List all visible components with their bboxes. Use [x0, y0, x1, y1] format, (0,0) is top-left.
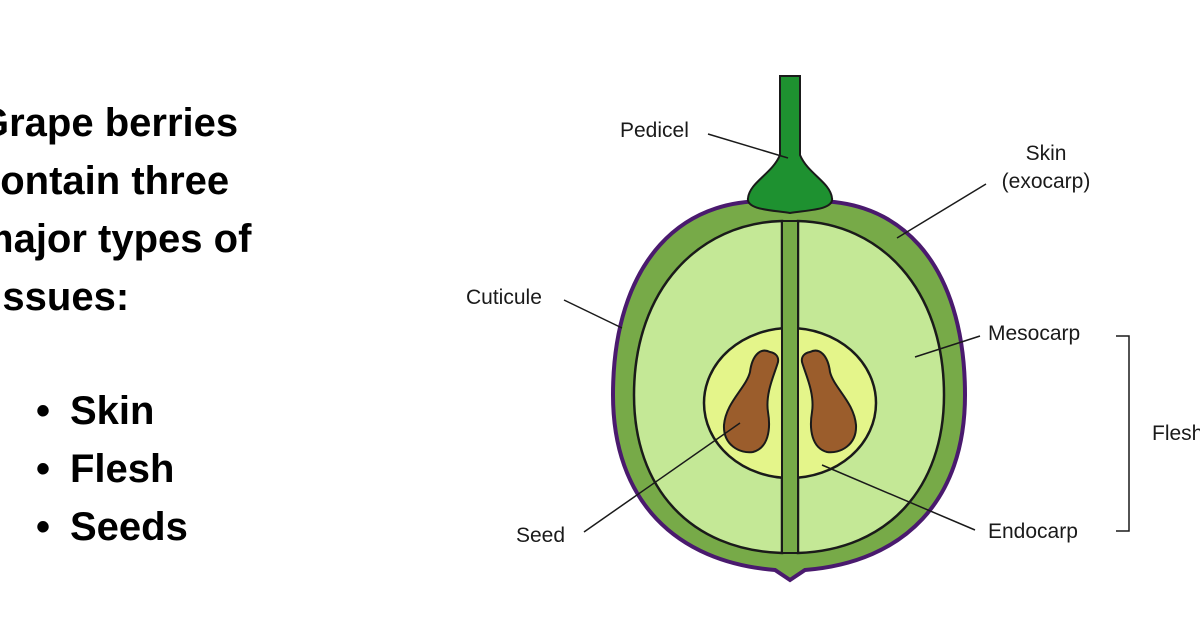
leader-line-skin: [896, 183, 987, 239]
label-flesh: Flesh: [1152, 422, 1200, 445]
label-mesocarp: Mesocarp: [988, 322, 1080, 345]
pedicel: [747, 75, 833, 215]
leader-line-cuticule: [563, 299, 623, 329]
label-skin: Skin: [1026, 142, 1067, 165]
label-exocarp: (exocarp): [1002, 170, 1091, 193]
label-cuticule: Cuticule: [466, 286, 542, 309]
central-septum: [781, 220, 799, 554]
bullet-item-skin: • Skin: [36, 382, 188, 440]
leader-line-seed: [583, 422, 741, 533]
seed-right: [800, 349, 858, 454]
label-pedicel: Pedicel: [620, 119, 689, 142]
leader-line-endocarp: [821, 464, 976, 531]
leader-line-mesocarp: [914, 335, 981, 358]
bullet-dot: •: [36, 505, 51, 549]
slide-title-line-4: tissues:: [0, 275, 130, 319]
bullet-item-flesh: • Flesh: [36, 440, 188, 498]
leader-line-pedicel: [707, 133, 789, 159]
bullet-dot: •: [36, 389, 51, 433]
slide-title-line-1: Grape berries: [0, 101, 239, 145]
bullet-text: Flesh: [70, 447, 175, 491]
tissue-bullet-list: • Skin • Flesh • Seeds: [36, 382, 188, 556]
bullet-item-seeds: • Seeds: [36, 498, 188, 556]
bullet-text: Seeds: [70, 505, 188, 549]
seed-left: [722, 349, 780, 454]
bullet-text: Skin: [70, 389, 155, 433]
bullet-dot: •: [36, 447, 51, 491]
flesh-bracket: [1116, 335, 1130, 532]
slide-title: Grape berries contain three major types …: [0, 94, 318, 326]
slide-title-line-3: major types of: [0, 217, 252, 261]
label-seed: Seed: [516, 524, 565, 547]
slide-title-line-2: contain three: [0, 159, 230, 203]
label-endocarp: Endocarp: [988, 520, 1078, 543]
